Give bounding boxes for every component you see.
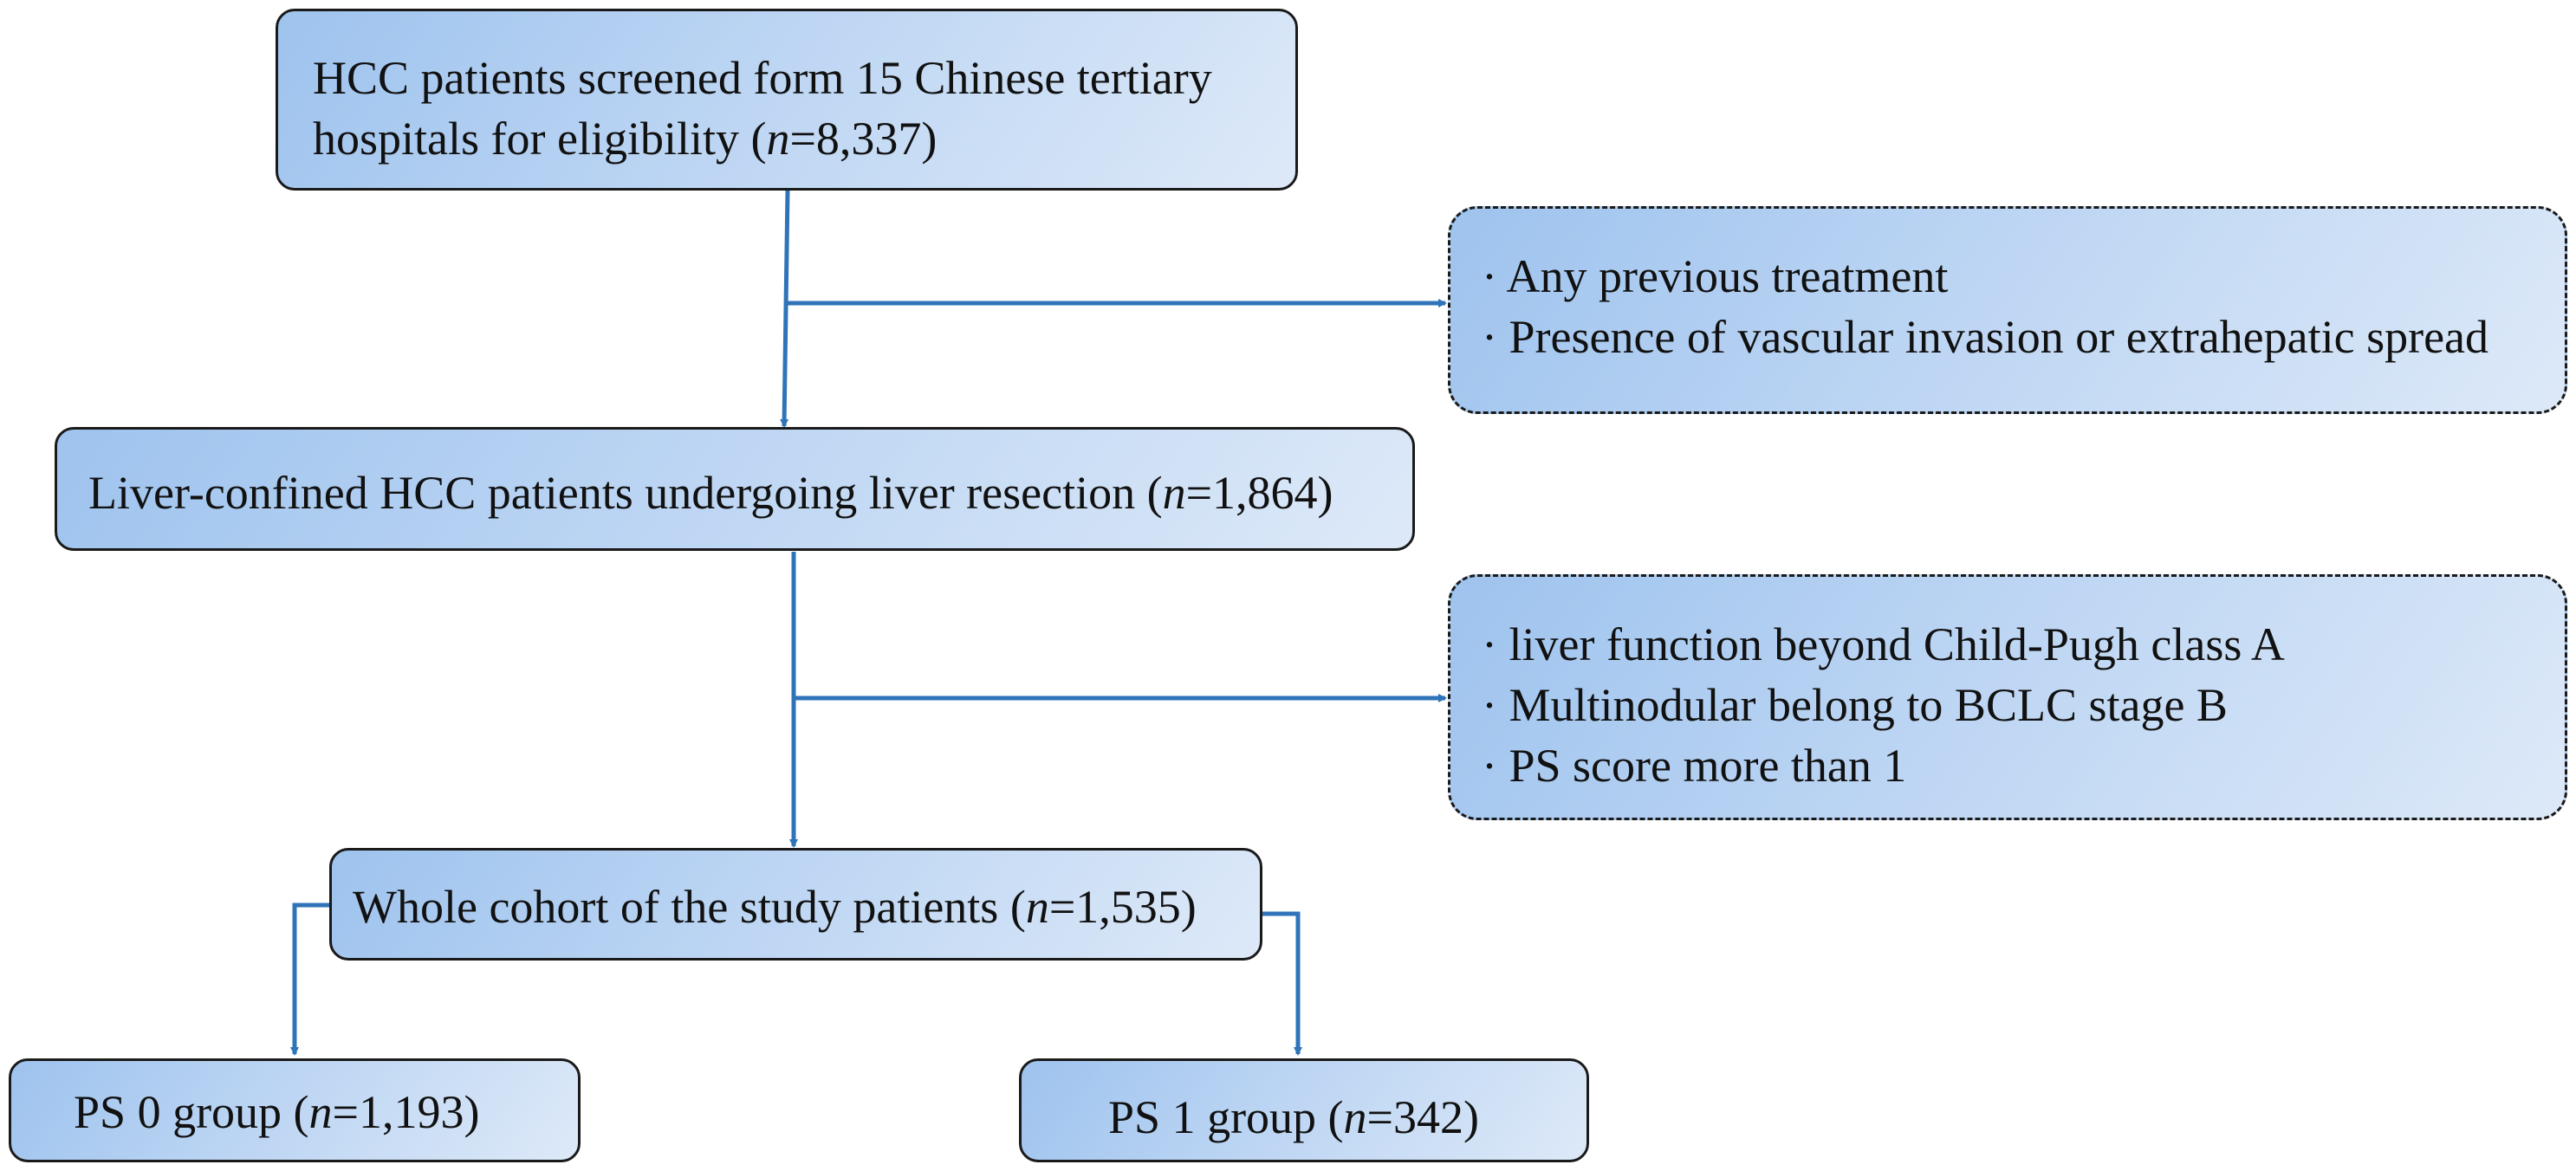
arrow-to-ps0 <box>290 903 329 1056</box>
screened-patients-box: HCC patients screened form 15 Chinese te… <box>276 9 1298 191</box>
ps1-group-box: PS 1 group (n=342) <box>1019 1058 1589 1162</box>
exclusion1-item-previous-treatment: · Any previous treatment <box>1482 250 1949 302</box>
liver-confined-box: Liver-confined HCC patients undergoing l… <box>55 427 1415 551</box>
exclusion2-item-bclc: · Multinodular belong to BCLC stage B <box>1482 679 2228 732</box>
exclusion2-item-ps-score: · PS score more than 1 <box>1482 740 1907 793</box>
liver-confined-count: =1,864) <box>1185 467 1333 519</box>
ps0-label: PS 0 group ( <box>74 1086 309 1138</box>
exclusion1-item-vascular-invasion: · Presence of vascular invasion or extra… <box>1482 311 2489 364</box>
liver-confined-label: Liver-confined HCC patients undergoing l… <box>88 467 1163 519</box>
n-symbol: n <box>308 1086 333 1138</box>
ps1-label: PS 1 group ( <box>1108 1091 1344 1143</box>
whole-cohort-count: =1,535) <box>1048 881 1197 933</box>
n-symbol: n <box>1162 467 1186 519</box>
exclusion-criteria-box-2: · liver function beyond Child-Pugh class… <box>1448 574 2567 820</box>
n-symbol: n <box>766 113 790 165</box>
arrow-screened-to-liver-confined <box>780 190 790 428</box>
screened-line-2-prefix: hospitals for eligibility ( <box>313 113 767 165</box>
exclusion2-item-child-pugh: · liver function beyond Child-Pugh class… <box>1482 618 2285 670</box>
whole-cohort-box: Whole cohort of the study patients (n=1,… <box>329 848 1262 961</box>
whole-cohort-label: Whole cohort of the study patients ( <box>353 881 1026 933</box>
n-symbol: n <box>1025 881 1049 933</box>
screened-line-1: HCC patients screened form 15 Chinese te… <box>313 52 1212 104</box>
ps0-group-box: PS 0 group (n=1,193) <box>9 1058 581 1162</box>
screened-count: =8,337) <box>789 113 938 165</box>
ps0-count: =1,193) <box>332 1086 480 1138</box>
exclusion-criteria-box-1: · Any previous treatment · Presence of v… <box>1448 206 2567 414</box>
arrow-to-ps1 <box>1262 911 1302 1056</box>
n-symbol: n <box>1343 1091 1367 1143</box>
ps1-count: =342) <box>1366 1091 1479 1143</box>
